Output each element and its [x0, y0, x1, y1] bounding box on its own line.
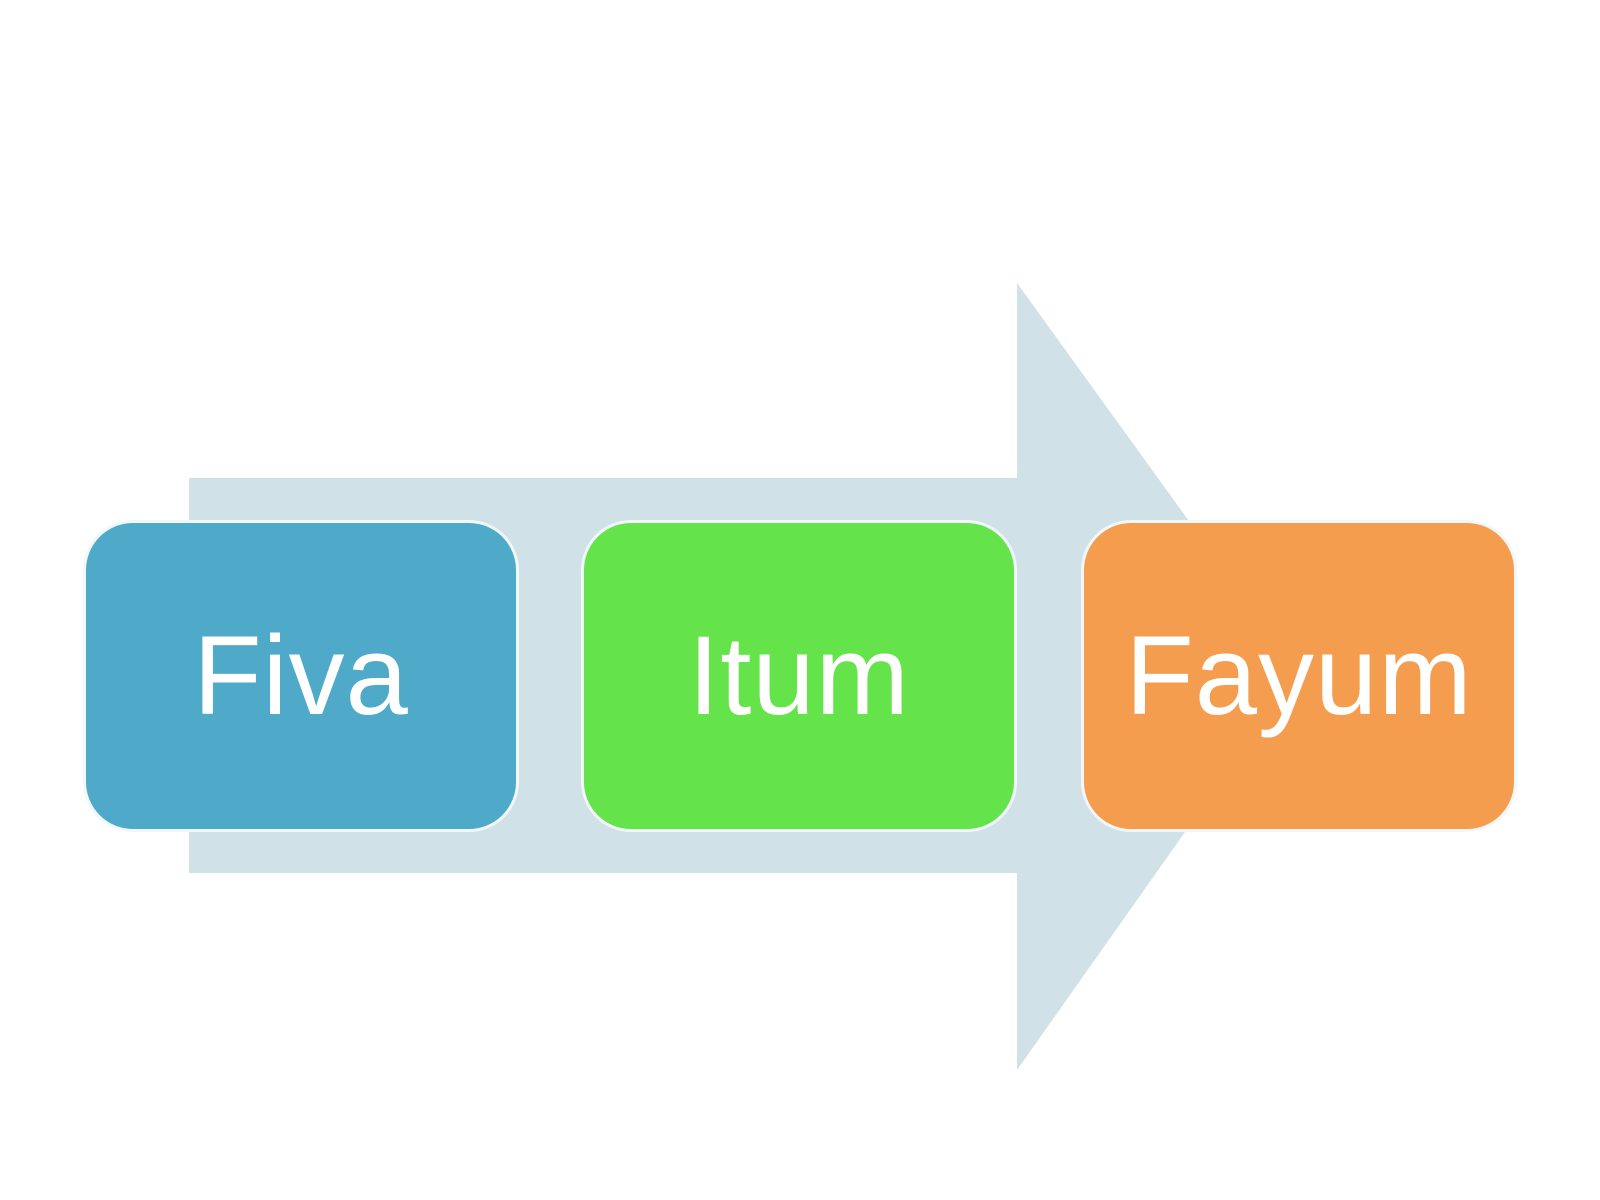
step-label-itum: Itum — [688, 613, 910, 738]
step-box-itum: Itum — [581, 520, 1017, 832]
step-label-fayum: Fayum — [1125, 613, 1473, 738]
step-box-fayum: Fayum — [1081, 520, 1517, 832]
step-box-fiva: Fiva — [83, 520, 519, 832]
step-label-fiva: Fiva — [193, 613, 409, 738]
